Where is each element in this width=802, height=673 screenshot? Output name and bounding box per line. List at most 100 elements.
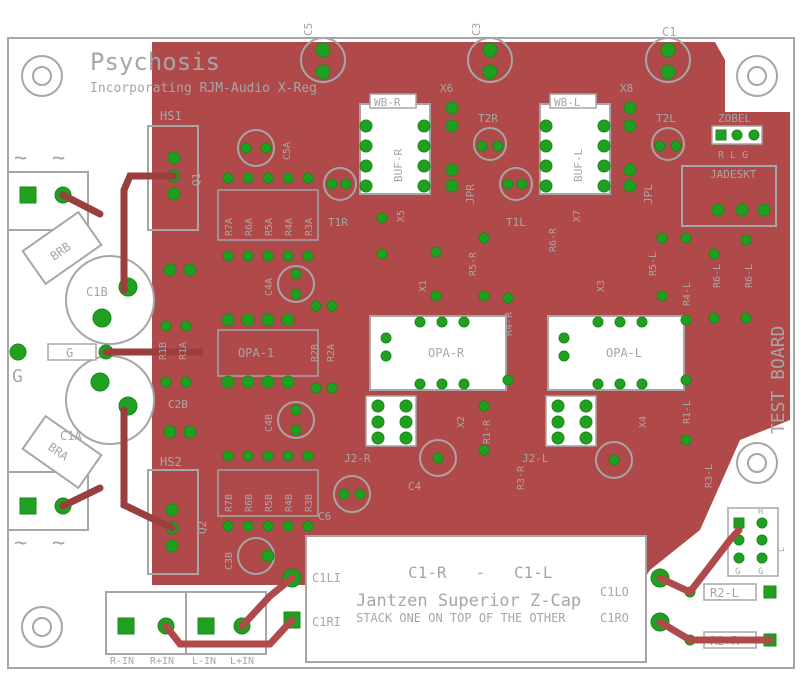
- jadeskt-bracket: [681, 165, 777, 227]
- output-header: R G G L: [727, 507, 786, 577]
- label-out-l: L: [777, 547, 786, 552]
- label-jpr: JPR: [464, 184, 477, 204]
- label-c5a: C5A: [282, 142, 293, 160]
- label-q1: Q1: [190, 173, 203, 186]
- label-r6b: R6B: [244, 494, 255, 512]
- label-r6l-2: R6-L: [744, 264, 755, 288]
- zobel-header: ZOBEL R L G: [711, 112, 763, 161]
- opa1-chip: OPA-1: [217, 313, 319, 389]
- label-x1: X1: [418, 280, 429, 292]
- label-c1-rl: C1-R - C1-L: [408, 563, 553, 582]
- label-x6: X6: [440, 82, 453, 95]
- label-in-r-plus: R+IN: [150, 656, 174, 667]
- label-g-pad: G: [12, 366, 23, 387]
- cap-c5: C5: [300, 23, 346, 83]
- buf-l-module: WB-L BUF-L: [539, 93, 611, 195]
- cap-c1: C1: [645, 25, 691, 83]
- opa-l-block: OPA-L: [547, 315, 685, 391]
- label-zobel: ZOBEL: [718, 112, 751, 125]
- label-r2a: R2A: [326, 344, 337, 362]
- label-g: G: [66, 346, 73, 360]
- label-jpl: JPL: [642, 184, 655, 204]
- transistor-t1l: T1L: [499, 167, 533, 229]
- label-r1b: R1B: [158, 342, 169, 360]
- label-out-g2: G: [758, 567, 763, 577]
- cap-c5a: C5A: [237, 129, 293, 167]
- jumper-j2r: J2-R: [344, 395, 417, 465]
- zcap-area: [305, 535, 647, 663]
- label-r3r: R3-R: [516, 465, 527, 490]
- label-c1: C1: [662, 25, 676, 39]
- label-in-l-plus: L+IN: [230, 656, 254, 667]
- mount-hole-tr: [736, 55, 778, 97]
- board-title: Psychosis: [90, 48, 220, 76]
- label-hs2: HS2: [160, 455, 182, 469]
- label-buf-l: BUF-L: [572, 149, 585, 182]
- label-c5: C5: [302, 23, 315, 36]
- svg-text:~: ~: [52, 531, 65, 556]
- trace-supply-left: [120, 172, 178, 532]
- label-out-r: R: [758, 507, 764, 517]
- transistor-t1r: T1R: [323, 167, 357, 229]
- label-j2r: J2-R: [344, 452, 371, 465]
- label-t2l: T2L: [656, 112, 676, 125]
- transistor-t2l: T2L: [651, 112, 685, 161]
- label-zcap-title: Jantzen Superior Z-Cap: [356, 591, 581, 611]
- label-r6l: R6-L: [712, 264, 723, 288]
- mount-hole-bl: [21, 606, 63, 648]
- ac-terminal-bottom: ~ ~: [7, 471, 89, 556]
- label-x5: X5: [396, 210, 407, 222]
- svg-text:~: ~: [14, 146, 27, 171]
- trace-out-l: [656, 526, 743, 597]
- opa-r-block: OPA-R: [369, 315, 507, 391]
- cap-c4: C4: [408, 439, 457, 493]
- label-opa-l: OPA-L: [606, 346, 642, 360]
- mount-hole-tl: [21, 55, 63, 97]
- label-r4a: R4A: [284, 218, 295, 236]
- label-c3b: C3B: [224, 552, 235, 570]
- label-r5b: R5B: [264, 494, 275, 512]
- bridge-brb: BRB: [21, 210, 103, 286]
- label-c1ro: C1RO: [600, 611, 629, 625]
- label-q2: Q2: [196, 521, 209, 534]
- board-subtitle: Incorporating RJM-Audio X-Reg: [90, 81, 317, 96]
- label-c3: C3: [470, 23, 483, 36]
- label-x2: X2: [456, 416, 467, 428]
- label-out-g1: G: [735, 567, 740, 577]
- label-r2l: R2-L: [710, 586, 739, 600]
- cap-c1b: C1B: [65, 255, 155, 345]
- label-r3a: R3A: [304, 218, 315, 236]
- label-c2b: C2B: [168, 398, 188, 411]
- resistor-bank-b: R7B R6B R5B R4B R3B: [217, 450, 319, 532]
- label-x4: X4: [638, 416, 649, 428]
- transistor-t2r: T2R: [473, 112, 507, 161]
- label-jadeskt: JADESKT: [710, 168, 757, 181]
- label-r5a: R5A: [264, 218, 275, 236]
- label-hs1: HS1: [160, 109, 182, 123]
- label-wb-l: WB-L: [554, 96, 581, 109]
- label-r7a: R7A: [224, 218, 235, 236]
- label-r6r: R6-R: [548, 227, 559, 252]
- mount-hole-mr: [736, 442, 778, 484]
- jumper-j2l: J2-L: [522, 395, 597, 465]
- label-r2b: R2B: [310, 344, 321, 362]
- label-r3l: R3-L: [704, 464, 715, 488]
- label-c4a: C4A: [264, 278, 275, 296]
- label-test-board: TEST BOARD: [768, 326, 789, 434]
- label-buf-r: BUF-R: [392, 149, 405, 182]
- label-r1l: R1-L: [682, 400, 693, 424]
- ground-terminal: G G: [9, 343, 114, 387]
- label-t2r: T2R: [478, 112, 498, 125]
- label-in-l-minus: L-IN: [192, 656, 216, 667]
- label-zcap-note: STACK ONE ON TOP OF THE OTHER: [356, 611, 566, 625]
- label-r4l: R4-L: [682, 282, 693, 306]
- label-r5l: R5-L: [648, 252, 659, 276]
- cap-c4b: C4B: [264, 401, 315, 439]
- buf-r-module: WB-R BUF-R: [359, 93, 431, 195]
- label-c4b: C4B: [264, 414, 275, 432]
- label-j2l: J2-L: [522, 452, 549, 465]
- label-c1a: C1A: [60, 429, 82, 443]
- label-zobel-sub: R L G: [718, 150, 748, 161]
- label-c1li: C1LI: [312, 571, 341, 585]
- label-c6: C6: [318, 510, 331, 523]
